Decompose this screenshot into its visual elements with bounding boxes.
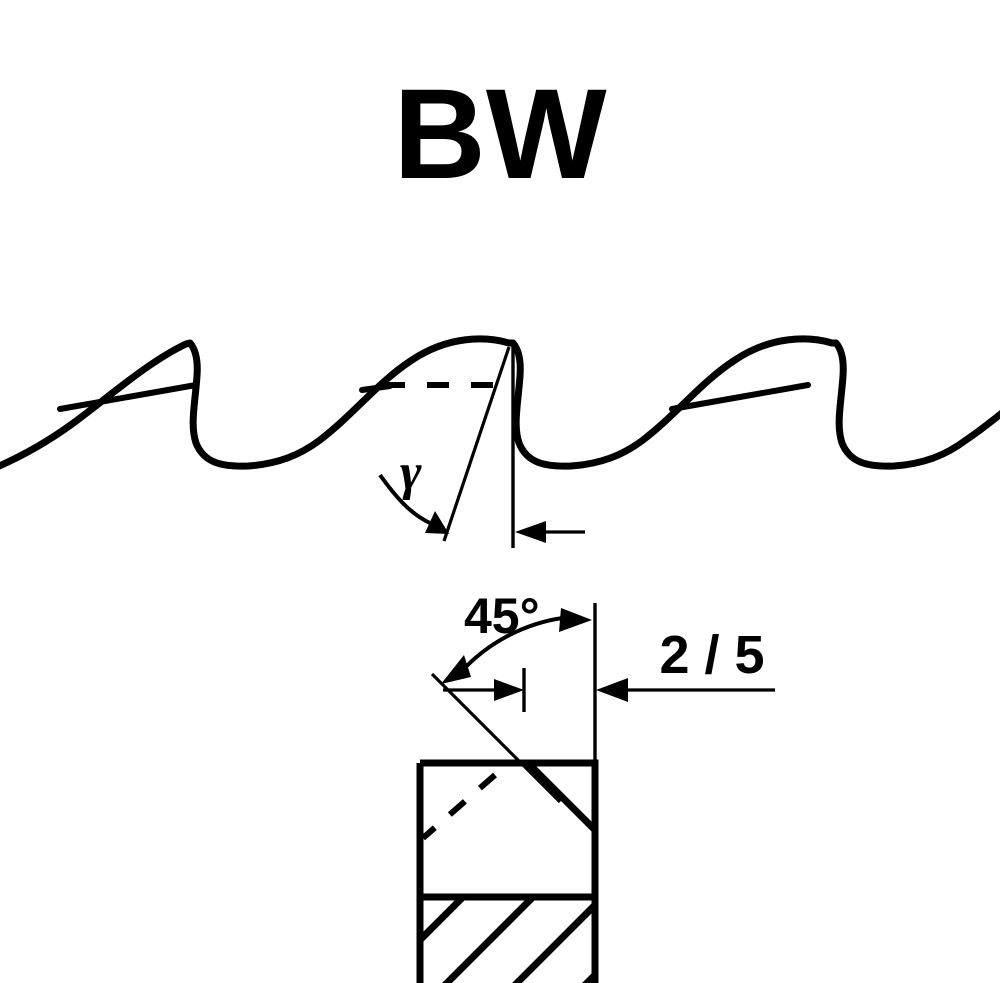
chamfer-inner-arrowhead	[494, 679, 524, 701]
chamfer-angle-label: 45°	[464, 588, 540, 644]
chamfer-construction-line	[430, 672, 562, 804]
cross-section-hatching	[423, 900, 592, 983]
cross-section-group	[416, 759, 599, 983]
thickness-dimension-group: 2 / 5	[596, 625, 775, 702]
chamfer-angle-arc	[459, 615, 573, 674]
hatch-line	[442, 900, 535, 983]
chamfer-angle-group: 45°	[430, 588, 597, 804]
chamfer-arc-arrowhead-left	[441, 655, 471, 684]
tooth-bevel-line-2	[359, 383, 393, 393]
cross-section-hidden-chamfer-dashed	[421, 772, 497, 841]
hatch-line	[512, 903, 592, 983]
rake-face-line	[442, 346, 511, 542]
cross-section-chamfer-face	[525, 760, 598, 833]
cross-section-rectangle	[416, 759, 599, 983]
tooth-bevel-line-3	[669, 382, 811, 412]
thickness-dimension-label: 2 / 5	[659, 625, 764, 685]
hatch-line	[423, 900, 465, 942]
page-title: BW	[393, 63, 606, 206]
gamma-angle-arc	[378, 473, 433, 526]
chamfer-arc-arrowhead-right	[559, 608, 592, 632]
thickness-dimension-arrowhead	[596, 678, 628, 702]
tooth-bevel-line-1	[57, 382, 199, 412]
rake-angle-symbol: γ	[400, 444, 422, 501]
tooth-profile-path	[0, 335, 1000, 470]
gamma-angle-arrowhead	[425, 511, 449, 534]
tip-dimension-arrowhead	[515, 521, 546, 543]
tooth-profile-group: γ	[0, 335, 1000, 548]
